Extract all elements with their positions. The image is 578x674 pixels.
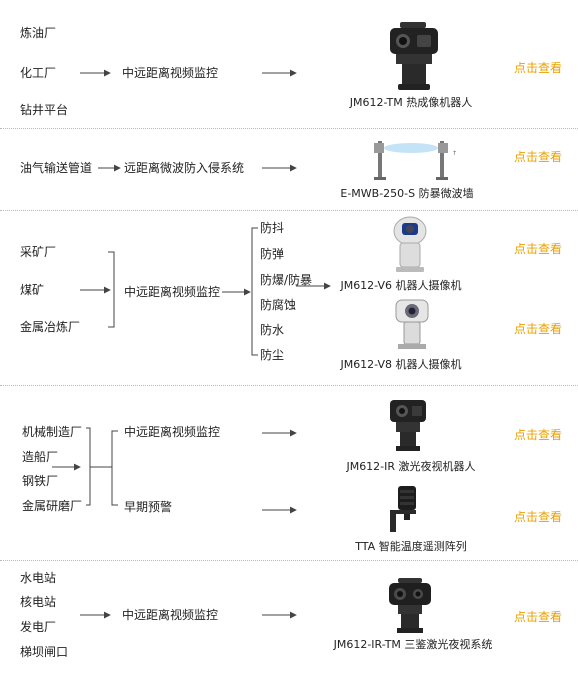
divider	[0, 128, 578, 129]
product-caption: JM612-V6 机器人摄像机	[340, 279, 462, 292]
source-label: 采矿厂	[20, 245, 57, 259]
v6-robot-camera-image	[393, 216, 427, 272]
divider	[0, 385, 578, 386]
method-label: 中远距离视频监控	[122, 66, 219, 80]
source-label: 钻井平台	[20, 103, 69, 117]
source-label: 造船厂	[22, 450, 59, 464]
method-label: 远距离微波防入侵系统	[124, 161, 245, 175]
source-label: 机械制造厂	[22, 425, 83, 439]
source-label: 水电站	[20, 571, 57, 585]
product-caption: JM612-V8 机器人摄像机	[340, 358, 462, 371]
view-link[interactable]: 点击查看	[514, 428, 563, 442]
source-label: 钢铁厂	[22, 474, 59, 488]
view-link[interactable]: 点击查看	[514, 322, 563, 336]
product-caption: TTA 智能温度遥测阵列	[355, 540, 467, 553]
svg-text:↑: ↑	[452, 150, 457, 157]
bracket-s3-features	[251, 227, 258, 356]
tri-sensor-night-camera-image	[389, 578, 431, 633]
feature-label: 防弹	[260, 247, 285, 261]
feature-label: 防爆/防暴	[260, 273, 313, 287]
thermal-robot-camera-image	[390, 22, 438, 90]
feature-label: 防腐蚀	[260, 298, 297, 312]
source-label: 化工厂	[20, 66, 57, 80]
source-label: 炼油厂	[20, 26, 57, 40]
source-label: 发电厂	[20, 620, 57, 634]
source-label: 煤矿	[20, 283, 45, 297]
microwave-wall-image: ↑	[374, 141, 457, 180]
method-label: 中远距离视频监控	[122, 608, 219, 622]
source-label: 核电站	[20, 595, 57, 609]
feature-label: 防抖	[260, 221, 285, 235]
bracket-s4-sources	[86, 427, 91, 506]
divider	[0, 210, 578, 211]
product-caption: JM612-IR-TM 三鉴激光夜视系统	[333, 638, 493, 651]
view-link[interactable]: 点击查看	[514, 242, 563, 256]
product-caption: JM612-IR 激光夜视机器人	[346, 460, 476, 473]
v8-robot-camera-image	[395, 299, 429, 349]
divider	[0, 560, 578, 561]
source-label: 金属冶炼厂	[20, 320, 81, 334]
bracket-s3-sources	[108, 251, 115, 328]
view-link[interactable]: 点击查看	[514, 61, 563, 75]
view-link[interactable]: 点击查看	[514, 610, 563, 624]
source-label: 金属研磨厂	[22, 499, 83, 513]
method-label: 中远距离视频监控	[124, 285, 221, 299]
source-label: 梯坝闸口	[20, 645, 69, 659]
source-label: 油气输送管道	[20, 161, 93, 175]
bracket-s4-methods	[111, 430, 118, 506]
method-label: 早期预警	[124, 500, 173, 514]
feature-label: 防尘	[260, 348, 285, 362]
product-caption: JM612-TM 热成像机器人	[349, 96, 473, 109]
feature-label: 防水	[260, 323, 285, 337]
view-link[interactable]: 点击查看	[514, 150, 563, 164]
temperature-array-image	[390, 486, 416, 532]
view-link[interactable]: 点击查看	[514, 510, 563, 524]
method-label: 中远距离视频监控	[124, 425, 221, 439]
ir-robot-camera-image	[390, 400, 426, 451]
product-caption: E-MWB-250-S 防暴微波墙	[340, 187, 474, 200]
